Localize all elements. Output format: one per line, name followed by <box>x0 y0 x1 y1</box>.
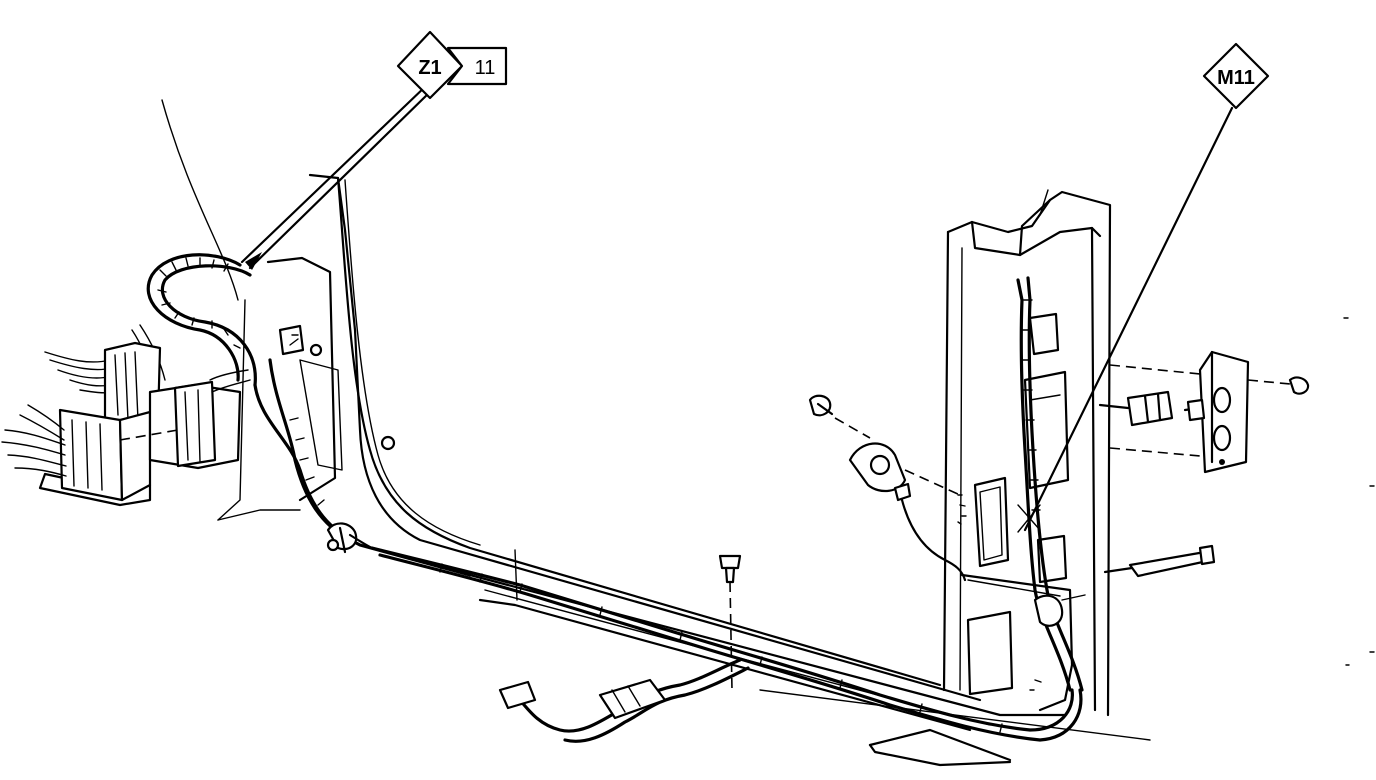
courtesy-switch <box>808 394 967 582</box>
callout-diamond-z1 <box>396 30 464 100</box>
b-pillar <box>942 189 1112 717</box>
callout-ref-number: 11 <box>475 57 496 79</box>
bulkhead-connectors <box>1 324 251 507</box>
door-opening-frame <box>161 99 1151 767</box>
callout-ref-box <box>446 46 508 86</box>
screw-center <box>718 554 742 691</box>
leader-lines <box>240 82 1234 533</box>
rear-connector-assembly <box>1098 350 1310 578</box>
callout-code-z1: Z1 <box>418 57 441 79</box>
callout-code-m11: M11 <box>1217 67 1255 89</box>
callout-z1: Z1 11 <box>396 30 508 100</box>
left-harness-coil <box>146 253 472 577</box>
callout-m11: M11 <box>1202 42 1270 110</box>
scan-marks <box>1343 317 1375 666</box>
sill-harness <box>370 276 1086 743</box>
callout-diamond-m11 <box>1202 42 1270 110</box>
